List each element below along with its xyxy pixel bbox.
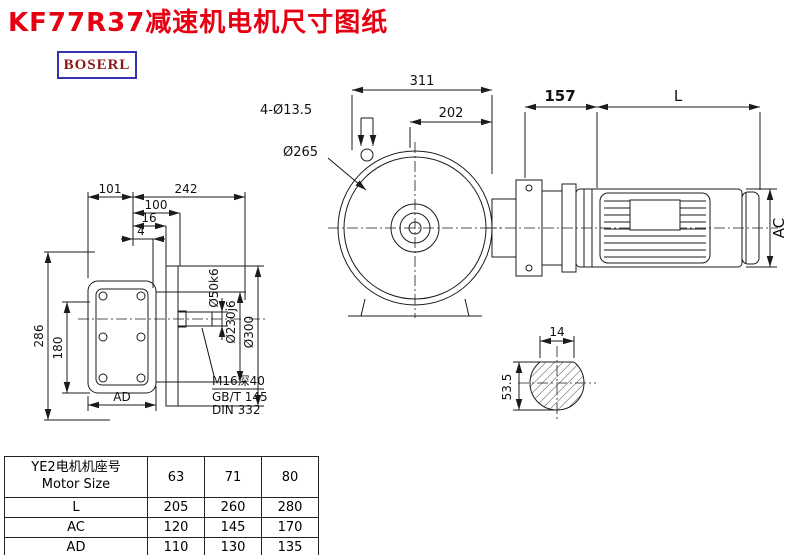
dim-180: 180 [51, 337, 65, 360]
row-label-L: L [4, 497, 148, 518]
table-row-AC: AC 120 145 170 [4, 517, 319, 538]
dim-AC: AC [770, 218, 788, 238]
note-thread: M16深40 [212, 374, 265, 388]
col-header-80: 80 [261, 456, 319, 498]
table-header-motor-size: YE2电机机座号 Motor Size [4, 456, 148, 498]
dim-100: 100 [145, 198, 168, 212]
dim-flange-dia: Ø300 [242, 316, 256, 348]
cell-AC-71: 145 [204, 517, 262, 538]
dim-101: 101 [99, 182, 122, 196]
gearbox-housing [87, 280, 157, 394]
output-flange [165, 265, 179, 407]
dim-16: 16 [141, 211, 156, 225]
table-row-L: L 205 260 280 [4, 497, 319, 518]
table-header-en: Motor Size [41, 477, 111, 492]
output-shaft [177, 311, 213, 327]
dim-4: 4 [137, 224, 145, 238]
dim-286: 286 [32, 325, 46, 348]
table-header-row: YE2电机机座号 Motor Size 63 71 80 [4, 456, 319, 498]
dim-311: 311 [410, 74, 435, 89]
note-din: DIN 332 [212, 403, 260, 417]
dim-14: 14 [549, 325, 564, 339]
dim-L: L [674, 87, 683, 105]
side-view-dimensions: 101 242 100 16 4 286 180 [32, 182, 268, 421]
dim-265: Ø265 [283, 145, 318, 160]
dim-157: 157 [544, 87, 575, 105]
dim-bolt-holes: 4-Ø13.5 [260, 103, 312, 118]
dim-242: 242 [175, 182, 198, 196]
brand-logo-text: BOSERL [63, 56, 131, 73]
cell-L-63: 205 [147, 497, 205, 518]
cell-L-71: 260 [204, 497, 262, 518]
col-header-71: 71 [204, 456, 262, 498]
brand-logo: BOSERL [57, 51, 137, 79]
row-label-AD: AD [4, 537, 148, 555]
note-gbt: GB/T 145 [212, 390, 268, 404]
cell-AD-80: 135 [261, 537, 319, 555]
flange-bolt-hole [360, 148, 374, 162]
cell-AC-80: 170 [261, 517, 319, 538]
shaft-section-view: 14 53.5 [500, 325, 596, 421]
side-view [78, 265, 268, 407]
front-view-dimensions: 311 202 4-Ø13.5 Ø265 157 L AC [260, 74, 788, 268]
dim-AD: AD [113, 390, 130, 404]
col-header-63: 63 [147, 456, 205, 498]
front-view [328, 142, 778, 318]
motor-terminal-box [629, 199, 681, 231]
fan-cover [741, 191, 760, 265]
cell-L-80: 280 [261, 497, 319, 518]
dim-shaft-dia: Ø50k6 [207, 268, 221, 307]
cell-AD-71: 130 [204, 537, 262, 555]
page-title: KF77R37减速机电机尺寸图纸 [8, 8, 389, 38]
table-row-AD: AD 110 130 135 [4, 537, 319, 555]
dim-spigot-dia: Ø230j6 [224, 300, 238, 343]
flange-spigot [155, 291, 167, 383]
dim-202: 202 [439, 106, 464, 121]
motor-size-table: YE2电机机座号 Motor Size 63 71 80 L 205 260 2… [4, 456, 319, 555]
row-label-AC: AC [4, 517, 148, 538]
dim-53-5: 53.5 [500, 374, 514, 401]
cell-AC-63: 120 [147, 517, 205, 538]
cell-AD-63: 110 [147, 537, 205, 555]
table-header-cn: YE2电机机座号 [31, 460, 121, 476]
